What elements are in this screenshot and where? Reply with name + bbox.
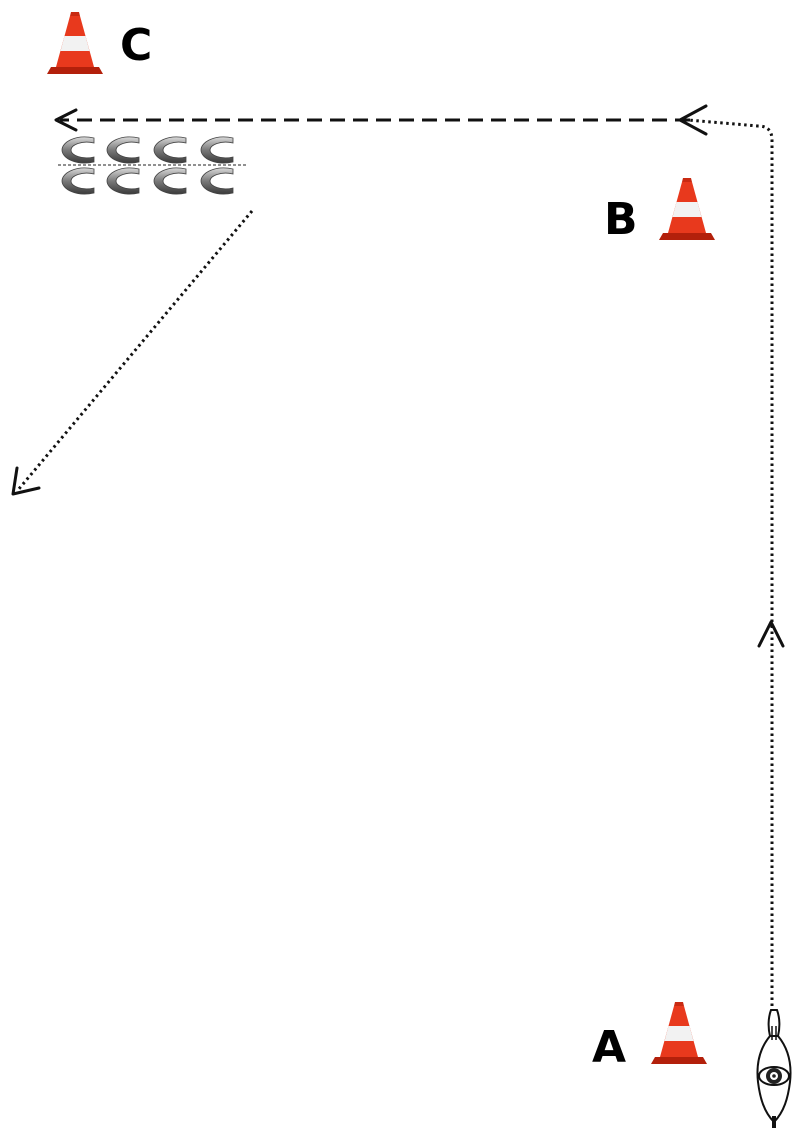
horseshoe-group xyxy=(58,136,248,195)
arrow-left-icon-junction xyxy=(678,104,708,136)
cone-label-a: A xyxy=(592,1022,627,1073)
horse-and-rider-icon xyxy=(756,1009,792,1128)
horseshoe-icon xyxy=(106,167,140,195)
arrow-left-icon xyxy=(54,108,78,132)
horseshoe-icon xyxy=(153,167,187,195)
cone-label-b: B xyxy=(604,194,638,245)
horseshoe-icon xyxy=(200,167,234,195)
horseshoe-icon xyxy=(153,136,187,164)
horseshoe-icon xyxy=(61,167,95,195)
traffic-cone-icon-c xyxy=(47,12,103,74)
dotted-path-diagonal xyxy=(16,210,254,491)
horseshoe-icon xyxy=(106,136,140,164)
traffic-cone-icon-b xyxy=(659,178,715,240)
horseshoe-icon xyxy=(61,136,95,164)
arrow-down-left-icon xyxy=(11,466,41,496)
arrow-up-icon xyxy=(757,620,785,648)
dotted-path-up xyxy=(687,118,774,1012)
horseshoe-icon xyxy=(200,136,234,164)
traffic-cone-icon-a xyxy=(651,1002,707,1064)
cone-label-c: C xyxy=(120,20,153,71)
